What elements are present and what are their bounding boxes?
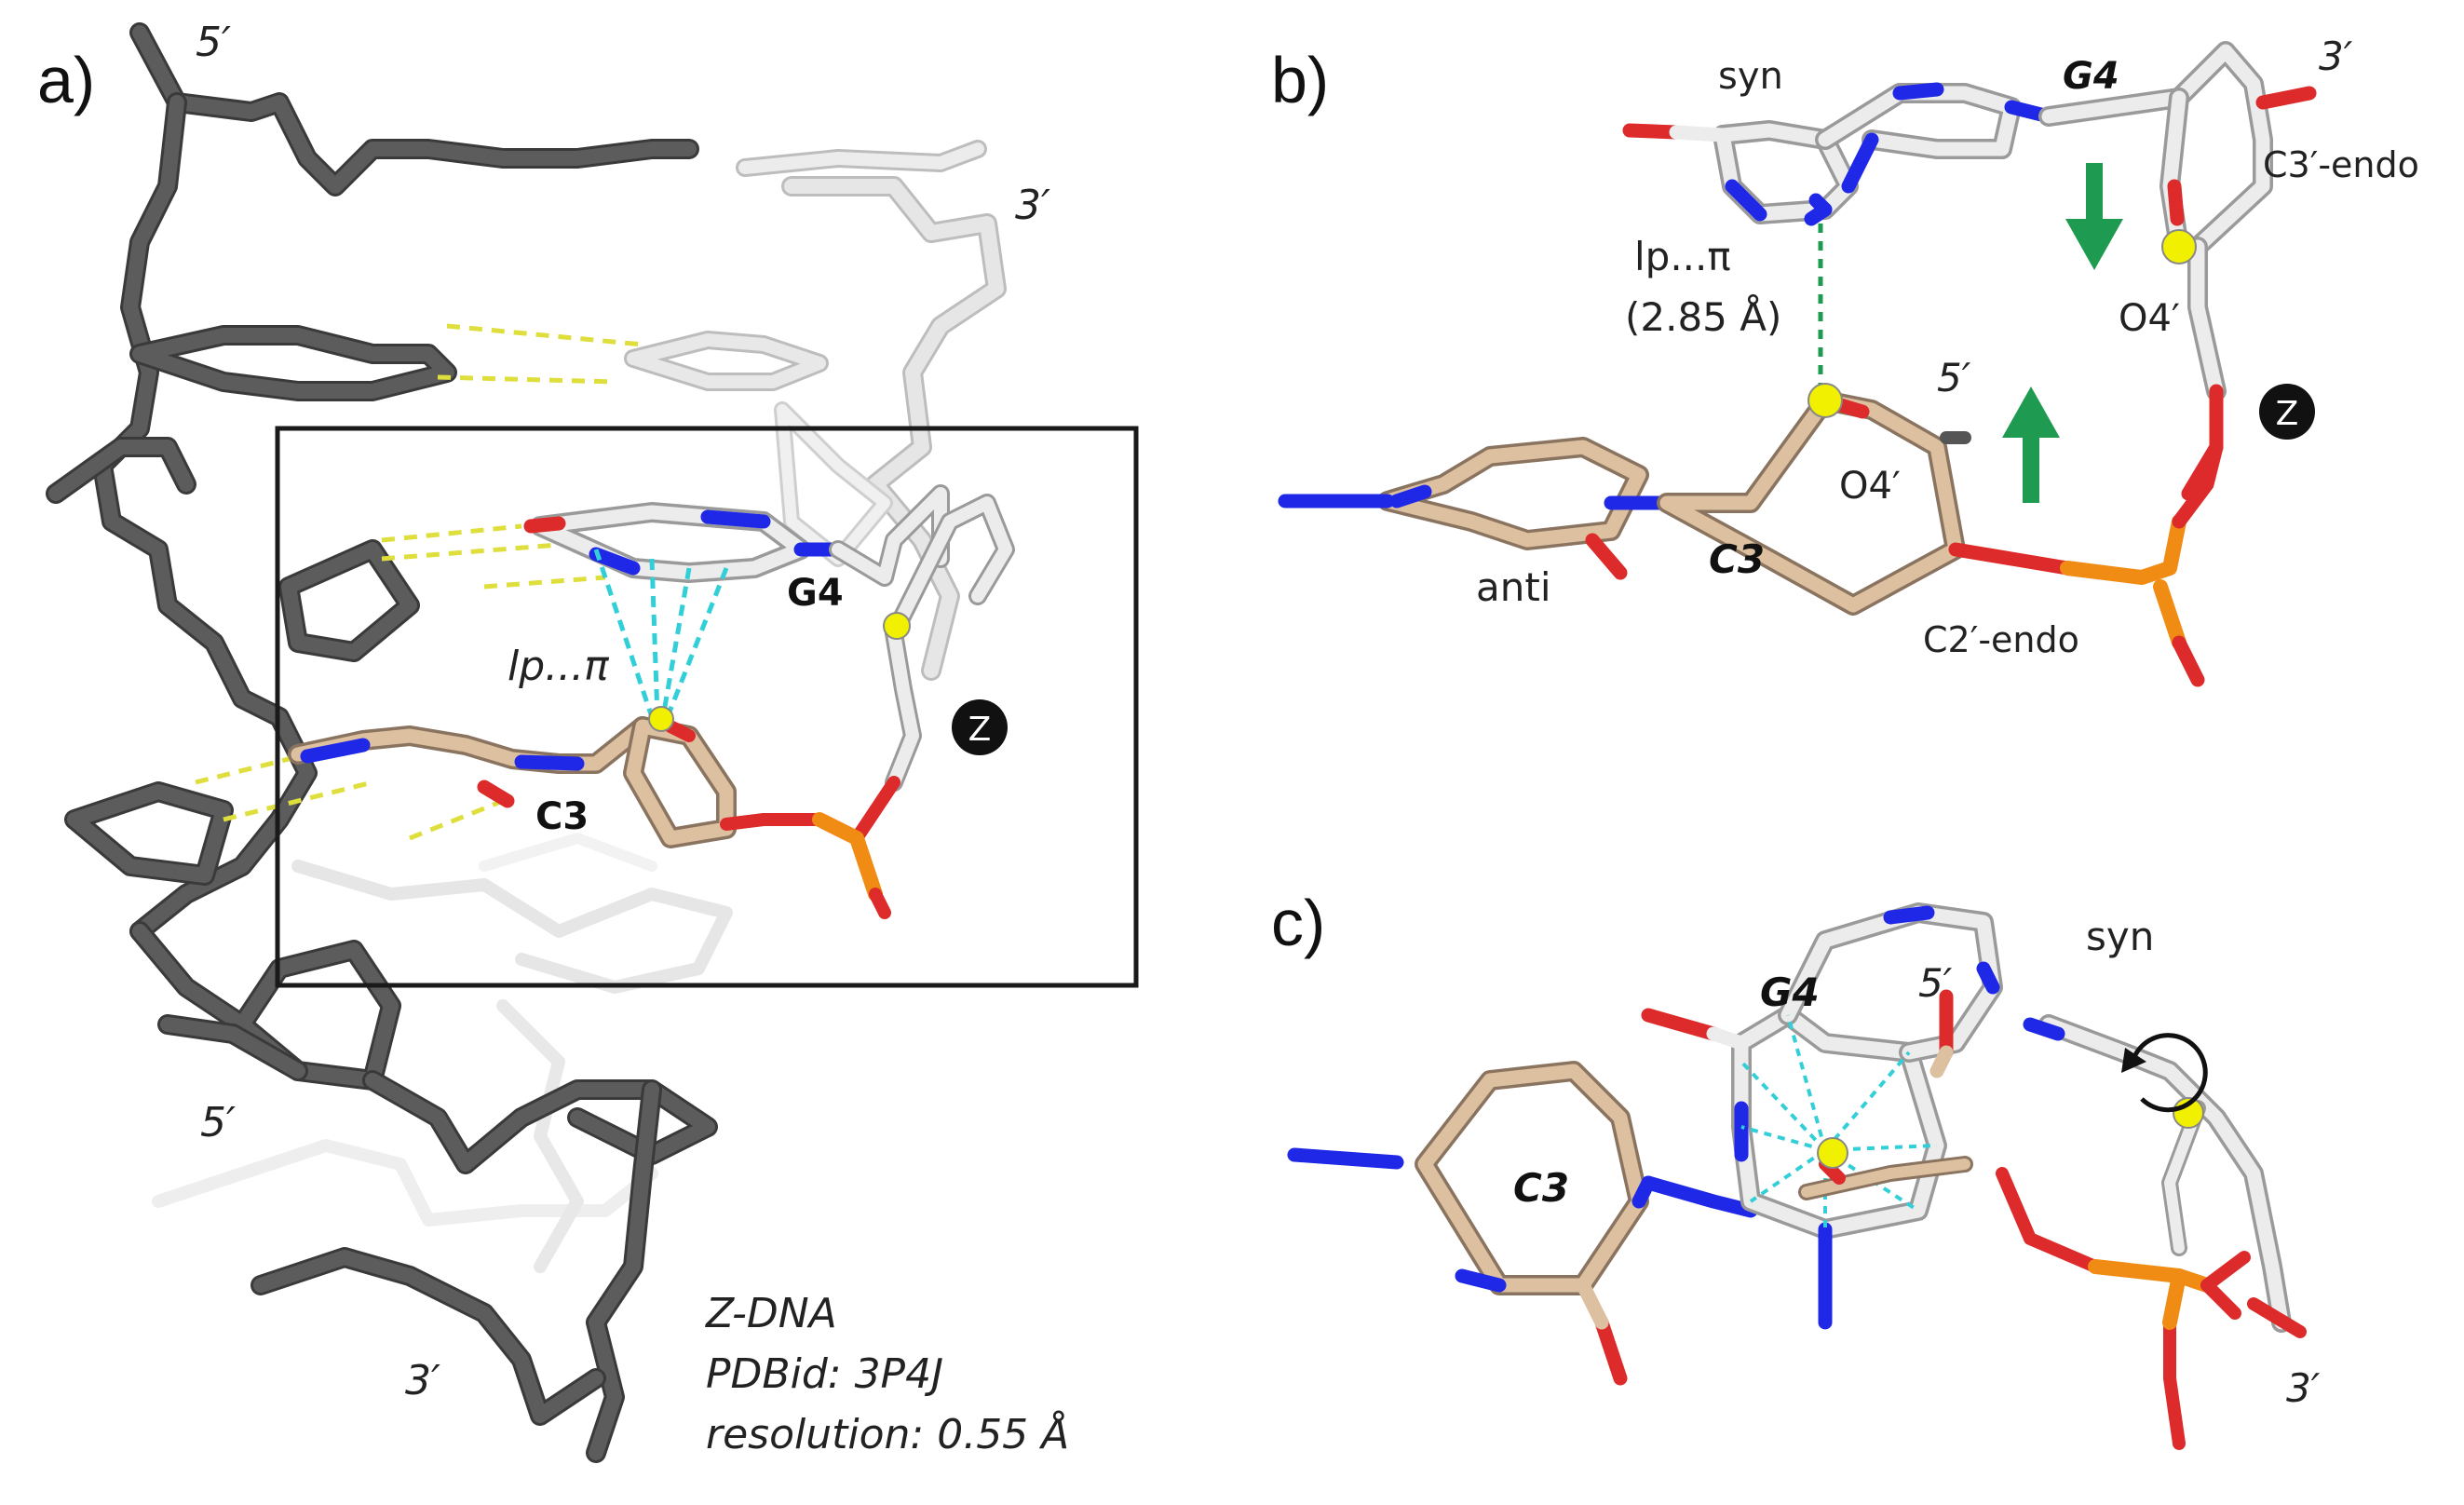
label-o4-c3: O4′ [1839, 465, 1901, 508]
g4-base-a [523, 484, 950, 587]
rotation-arrow-icon [2121, 1033, 2208, 1113]
g4-base-b [1622, 82, 2056, 226]
svg-text:Z: Z [968, 711, 992, 749]
label-o4-g4: O4′ [2119, 297, 2180, 340]
label-lp-pi-a: lp...π [508, 643, 610, 690]
svg-text:PDBid: 3P4J: PDBid: 3P4J [706, 1350, 943, 1398]
panel-b: b) [1271, 34, 2419, 687]
label-3prime-c: 3′ [2286, 1365, 2321, 1411]
label-syn-c: syn [2086, 914, 2154, 959]
label-distance: (2.85 Å) [1625, 293, 1781, 340]
label-g4-c: G4 [1760, 969, 1820, 1015]
g4-base-c [1641, 902, 2003, 1330]
label-c3-b: C3 [1709, 536, 1765, 582]
svg-text:Z-DNA: Z-DNA [705, 1290, 837, 1337]
panel-a: a) [37, 19, 1139, 1463]
label-3prime-bottom: 3′ [405, 1357, 440, 1404]
label-g4-b: G4 [2063, 55, 2119, 98]
lp-pi-contacts-a [593, 549, 729, 720]
label-5prime-c: 5′ [1918, 960, 1953, 1006]
c3-sugar-c [1798, 1137, 1973, 1200]
label-g4-a: G4 [787, 572, 844, 615]
label-c3endo: C3′-endo [2263, 144, 2419, 185]
g4-backbone-b [2038, 41, 2317, 501]
z-badge-b: Z [2259, 384, 2315, 440]
label-c3-a: C3 [535, 795, 589, 838]
g4-backbone-c [1996, 1014, 2307, 1450]
panel-c: c) [1271, 887, 2321, 1450]
svg-text:resolution: 0.55 Å: resolution: 0.55 Å [706, 1409, 1069, 1458]
dark-strand [46, 22, 718, 1463]
panel-c-letter: c) [1271, 887, 1325, 959]
c3-nucleotide-b [1278, 383, 2224, 687]
z-badge-a: Z [952, 699, 1008, 755]
c3-base-c [1287, 1061, 1758, 1386]
pucker-arrows [2002, 163, 2123, 503]
label-syn-b: syn [1718, 55, 1783, 98]
label-c2endo: C2′-endo [1923, 619, 2079, 660]
label-3prime-upper: 3′ [1015, 182, 1050, 229]
c3-nucleotide-a [288, 706, 891, 919]
label-lp-pi-b: lp...π [1634, 234, 1731, 279]
structure-info: Z-DNA PDBid: 3P4J resolution: 0.55 Å [705, 1290, 1069, 1458]
panel-a-letter: a) [37, 44, 95, 116]
label-anti: anti [1476, 564, 1551, 610]
label-5prime-b: 5′ [1937, 355, 1971, 400]
g4-backbone-a [850, 494, 1015, 845]
inset-box [275, 426, 1139, 988]
label-5prime-top: 5′ [196, 19, 231, 66]
label-c3-c: C3 [1513, 1165, 1569, 1211]
label-3prime-b: 3′ [2319, 34, 2353, 79]
svg-text:Z: Z [2276, 395, 2299, 433]
panel-b-letter: b) [1271, 44, 1329, 116]
hbonds-a [195, 323, 643, 841]
label-5prime-lower: 5′ [200, 1099, 236, 1146]
